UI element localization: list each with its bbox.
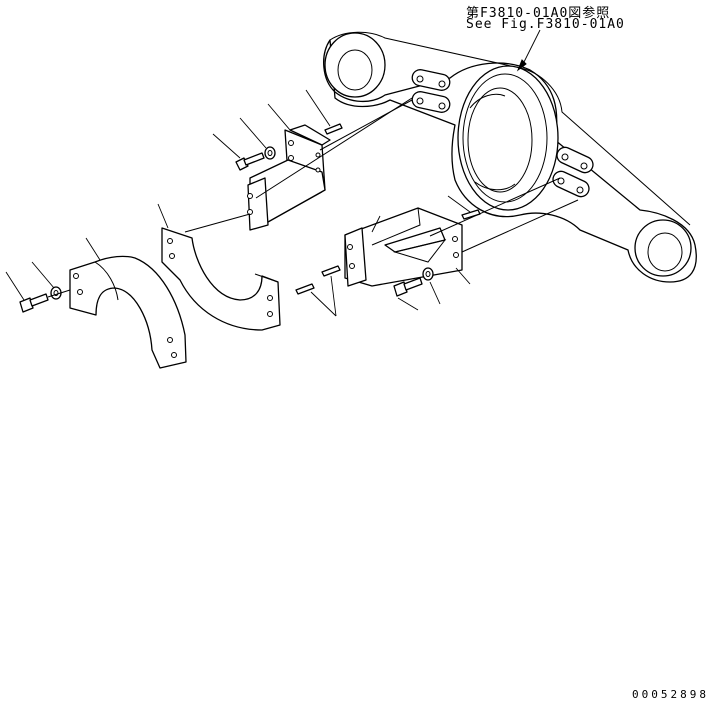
assembly-lines	[47, 97, 579, 298]
callout-leaders	[5, 89, 471, 317]
left-bolt	[19, 293, 49, 313]
lower-bracket	[344, 207, 481, 287]
drawing-number: 00052898	[632, 688, 709, 701]
cap-plate-rear	[161, 227, 281, 331]
dowel-pin-b	[321, 265, 341, 277]
reference-note-english: See Fig.F3810-01A0	[466, 17, 625, 32]
equalizer-bar	[323, 29, 697, 283]
upper-bolt	[235, 152, 265, 171]
upper-washer	[264, 146, 276, 160]
lower-bolt	[393, 277, 423, 297]
upper-bracket	[247, 123, 343, 231]
reference-note-japanese: 第F3810-01A0図参照	[466, 6, 611, 21]
lower-washer	[422, 267, 434, 281]
cap-plate-front	[69, 255, 187, 369]
dowel-pin-a	[295, 283, 315, 295]
